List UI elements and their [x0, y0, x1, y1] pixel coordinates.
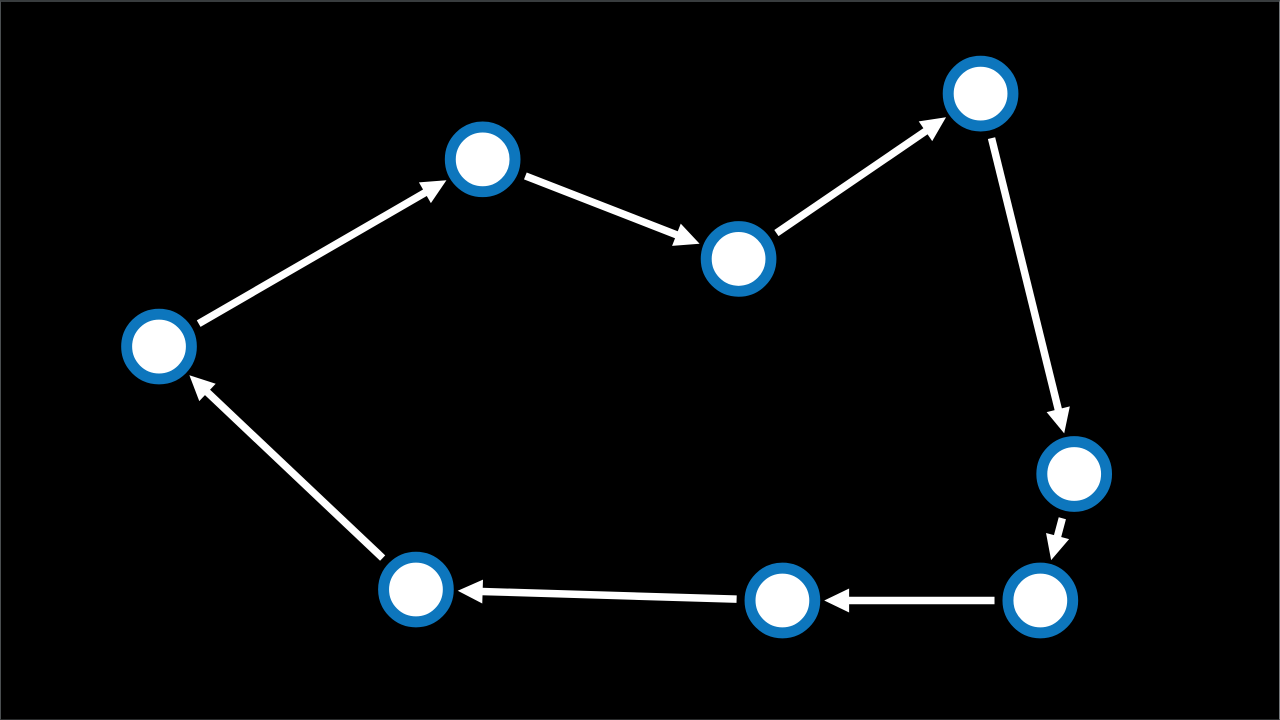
edge-arrowhead-icon	[418, 180, 447, 204]
edge-arrow-shaft	[481, 587, 737, 603]
graph-node	[444, 121, 521, 198]
edge-arrow-shaft	[523, 172, 679, 239]
edge-arrow-shaft	[987, 137, 1063, 412]
edge-arrowhead-icon	[189, 375, 216, 402]
edge-arrow-shaft	[196, 189, 428, 327]
graph-node	[121, 308, 197, 385]
graph-node	[942, 55, 1019, 132]
edge-arrowhead-icon	[672, 223, 700, 246]
edge-arrowhead-icon	[918, 117, 947, 142]
edge-arrowhead-icon	[1046, 532, 1070, 561]
edge-arrowhead-icon	[824, 588, 850, 613]
graph-node	[1002, 562, 1079, 639]
edge-arrow-shaft	[204, 389, 386, 561]
graph-node	[1036, 436, 1113, 512]
graph-node	[744, 562, 821, 639]
edge-arrow-shaft	[1053, 517, 1066, 538]
graph-node	[378, 551, 454, 628]
edge-arrow-shaft	[774, 127, 929, 237]
edge-arrowhead-icon	[457, 579, 483, 604]
edge-arrowhead-icon	[1046, 406, 1070, 434]
graph-node	[700, 221, 777, 297]
